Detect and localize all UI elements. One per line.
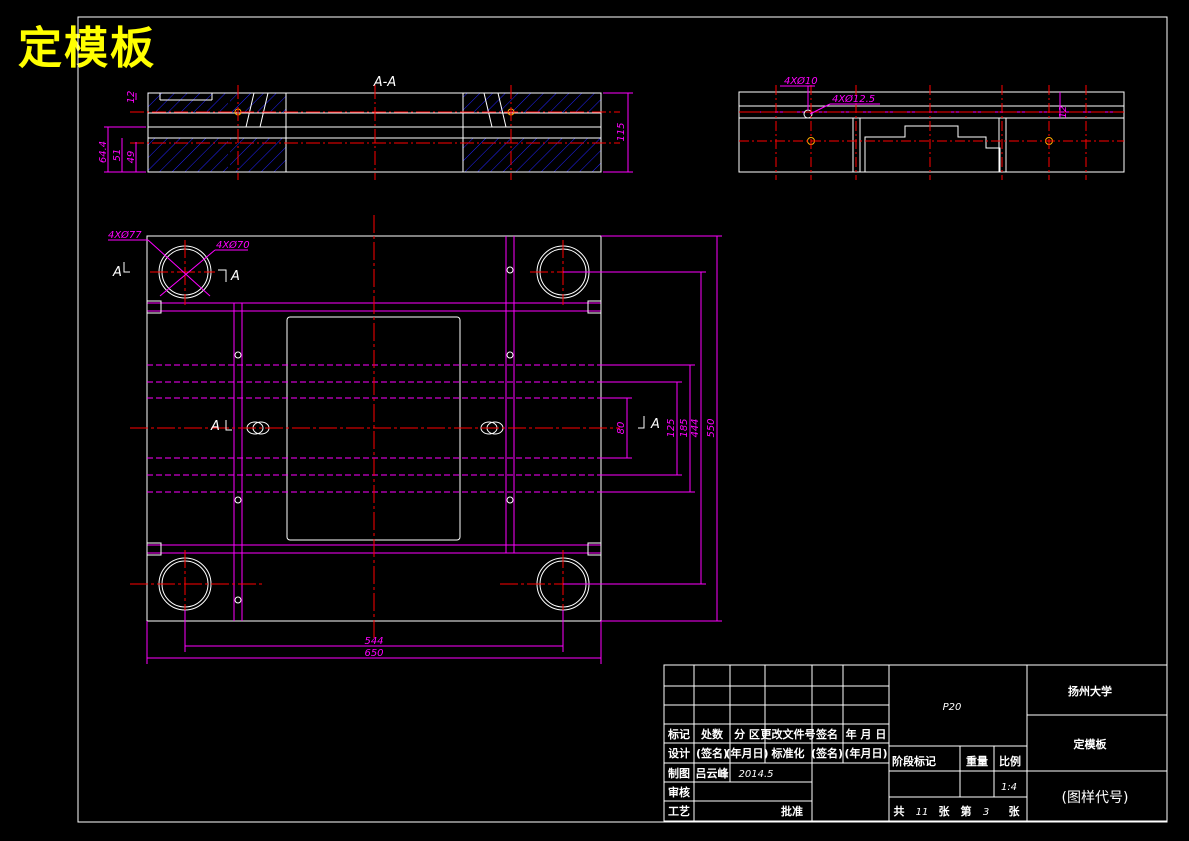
- hatch-area: [148, 138, 228, 172]
- plan-view: 4XØ77 4XØ70 A A A A 544 650: [108, 215, 722, 664]
- dim-thickness: 49: [126, 151, 137, 164]
- tb-cell: 重量: [966, 754, 988, 768]
- dim-thickness: 64.4: [98, 141, 109, 163]
- tb-cell: 共: [894, 804, 905, 818]
- title-block: [663, 664, 1168, 822]
- dim-thickness: 51: [112, 149, 123, 162]
- draw-date: 2014.5: [739, 769, 774, 780]
- tb-cell: 更改文件号: [761, 727, 816, 741]
- dim-thickness: 12: [1058, 106, 1069, 119]
- tb-cell: (年月日): [725, 746, 768, 760]
- hole-label: 4XØ70: [216, 239, 250, 251]
- tb-cell: 第: [961, 804, 972, 818]
- hatch-area: [230, 138, 286, 172]
- tb-cell: 批准: [781, 804, 803, 818]
- tb-cell: 张: [939, 804, 951, 818]
- tb-cell: 签名: [815, 727, 838, 741]
- dim-height: 550: [706, 418, 717, 437]
- tb-cell: 比例: [999, 754, 1021, 768]
- tb-cell: (签名): [696, 746, 728, 760]
- side-view: 4XØ10 4XØ12.5 12: [738, 75, 1125, 180]
- tb-cell: 标准化: [771, 746, 805, 760]
- section-view-aa: A-A: [98, 75, 633, 180]
- hatch-area: [463, 138, 601, 172]
- hatch-area: [148, 93, 228, 113]
- section-marker: A: [230, 269, 240, 284]
- dim-height: 185: [679, 418, 690, 437]
- tb-cell: 工艺: [668, 804, 690, 818]
- hatch-area: [523, 93, 601, 113]
- material: P20: [943, 702, 962, 713]
- hole-label: 4XØ77: [108, 229, 142, 241]
- dim-height: 80: [616, 422, 627, 435]
- tb-cell: 设计: [668, 746, 690, 760]
- dim-height: 125: [666, 418, 677, 437]
- side-view-pocket: [864, 125, 1001, 172]
- hole-label: 4XØ12.5: [832, 93, 875, 105]
- tb-cell: 处数: [700, 727, 724, 741]
- hole-label: 4XØ10: [784, 75, 818, 87]
- drawing-code: (图样代号): [1062, 790, 1129, 806]
- tb-cell: 审核: [668, 785, 690, 799]
- drawer-name: 吕云峰: [696, 766, 730, 780]
- tb-cell: 阶段标记: [892, 754, 936, 768]
- total-sheets: 11: [916, 807, 929, 818]
- tb-cell: 标记: [667, 727, 690, 741]
- sheet-number: 3: [983, 807, 989, 818]
- drawing-frame: [77, 16, 1168, 823]
- tb-cell: 张: [1009, 804, 1021, 818]
- side-view-outline: [738, 91, 1125, 173]
- section-title: A-A: [373, 75, 396, 90]
- tb-cell: 分 区: [734, 727, 760, 741]
- hatch-area: [230, 93, 286, 113]
- section-marker: A: [210, 419, 220, 434]
- dim-thickness: 12: [126, 91, 137, 104]
- tb-cell: 年 月 日: [846, 727, 887, 741]
- part-name: 定模板: [1074, 737, 1108, 751]
- scale-value: 1:4: [1001, 782, 1017, 793]
- drawing-title: 定模板: [18, 23, 156, 74]
- dim-thickness: 115: [616, 122, 627, 141]
- tb-cell: (年月日): [844, 746, 887, 760]
- section-marker: A: [650, 417, 660, 432]
- tb-cell: 制图: [668, 766, 690, 780]
- tb-cell: (签名): [811, 746, 843, 760]
- dim-width: 544: [364, 636, 383, 647]
- dim-width: 650: [364, 648, 383, 659]
- section-marker: A: [112, 265, 122, 280]
- school-name: 扬州大学: [1068, 684, 1112, 698]
- hatch-area: [463, 93, 523, 113]
- dim-height: 444: [690, 418, 701, 437]
